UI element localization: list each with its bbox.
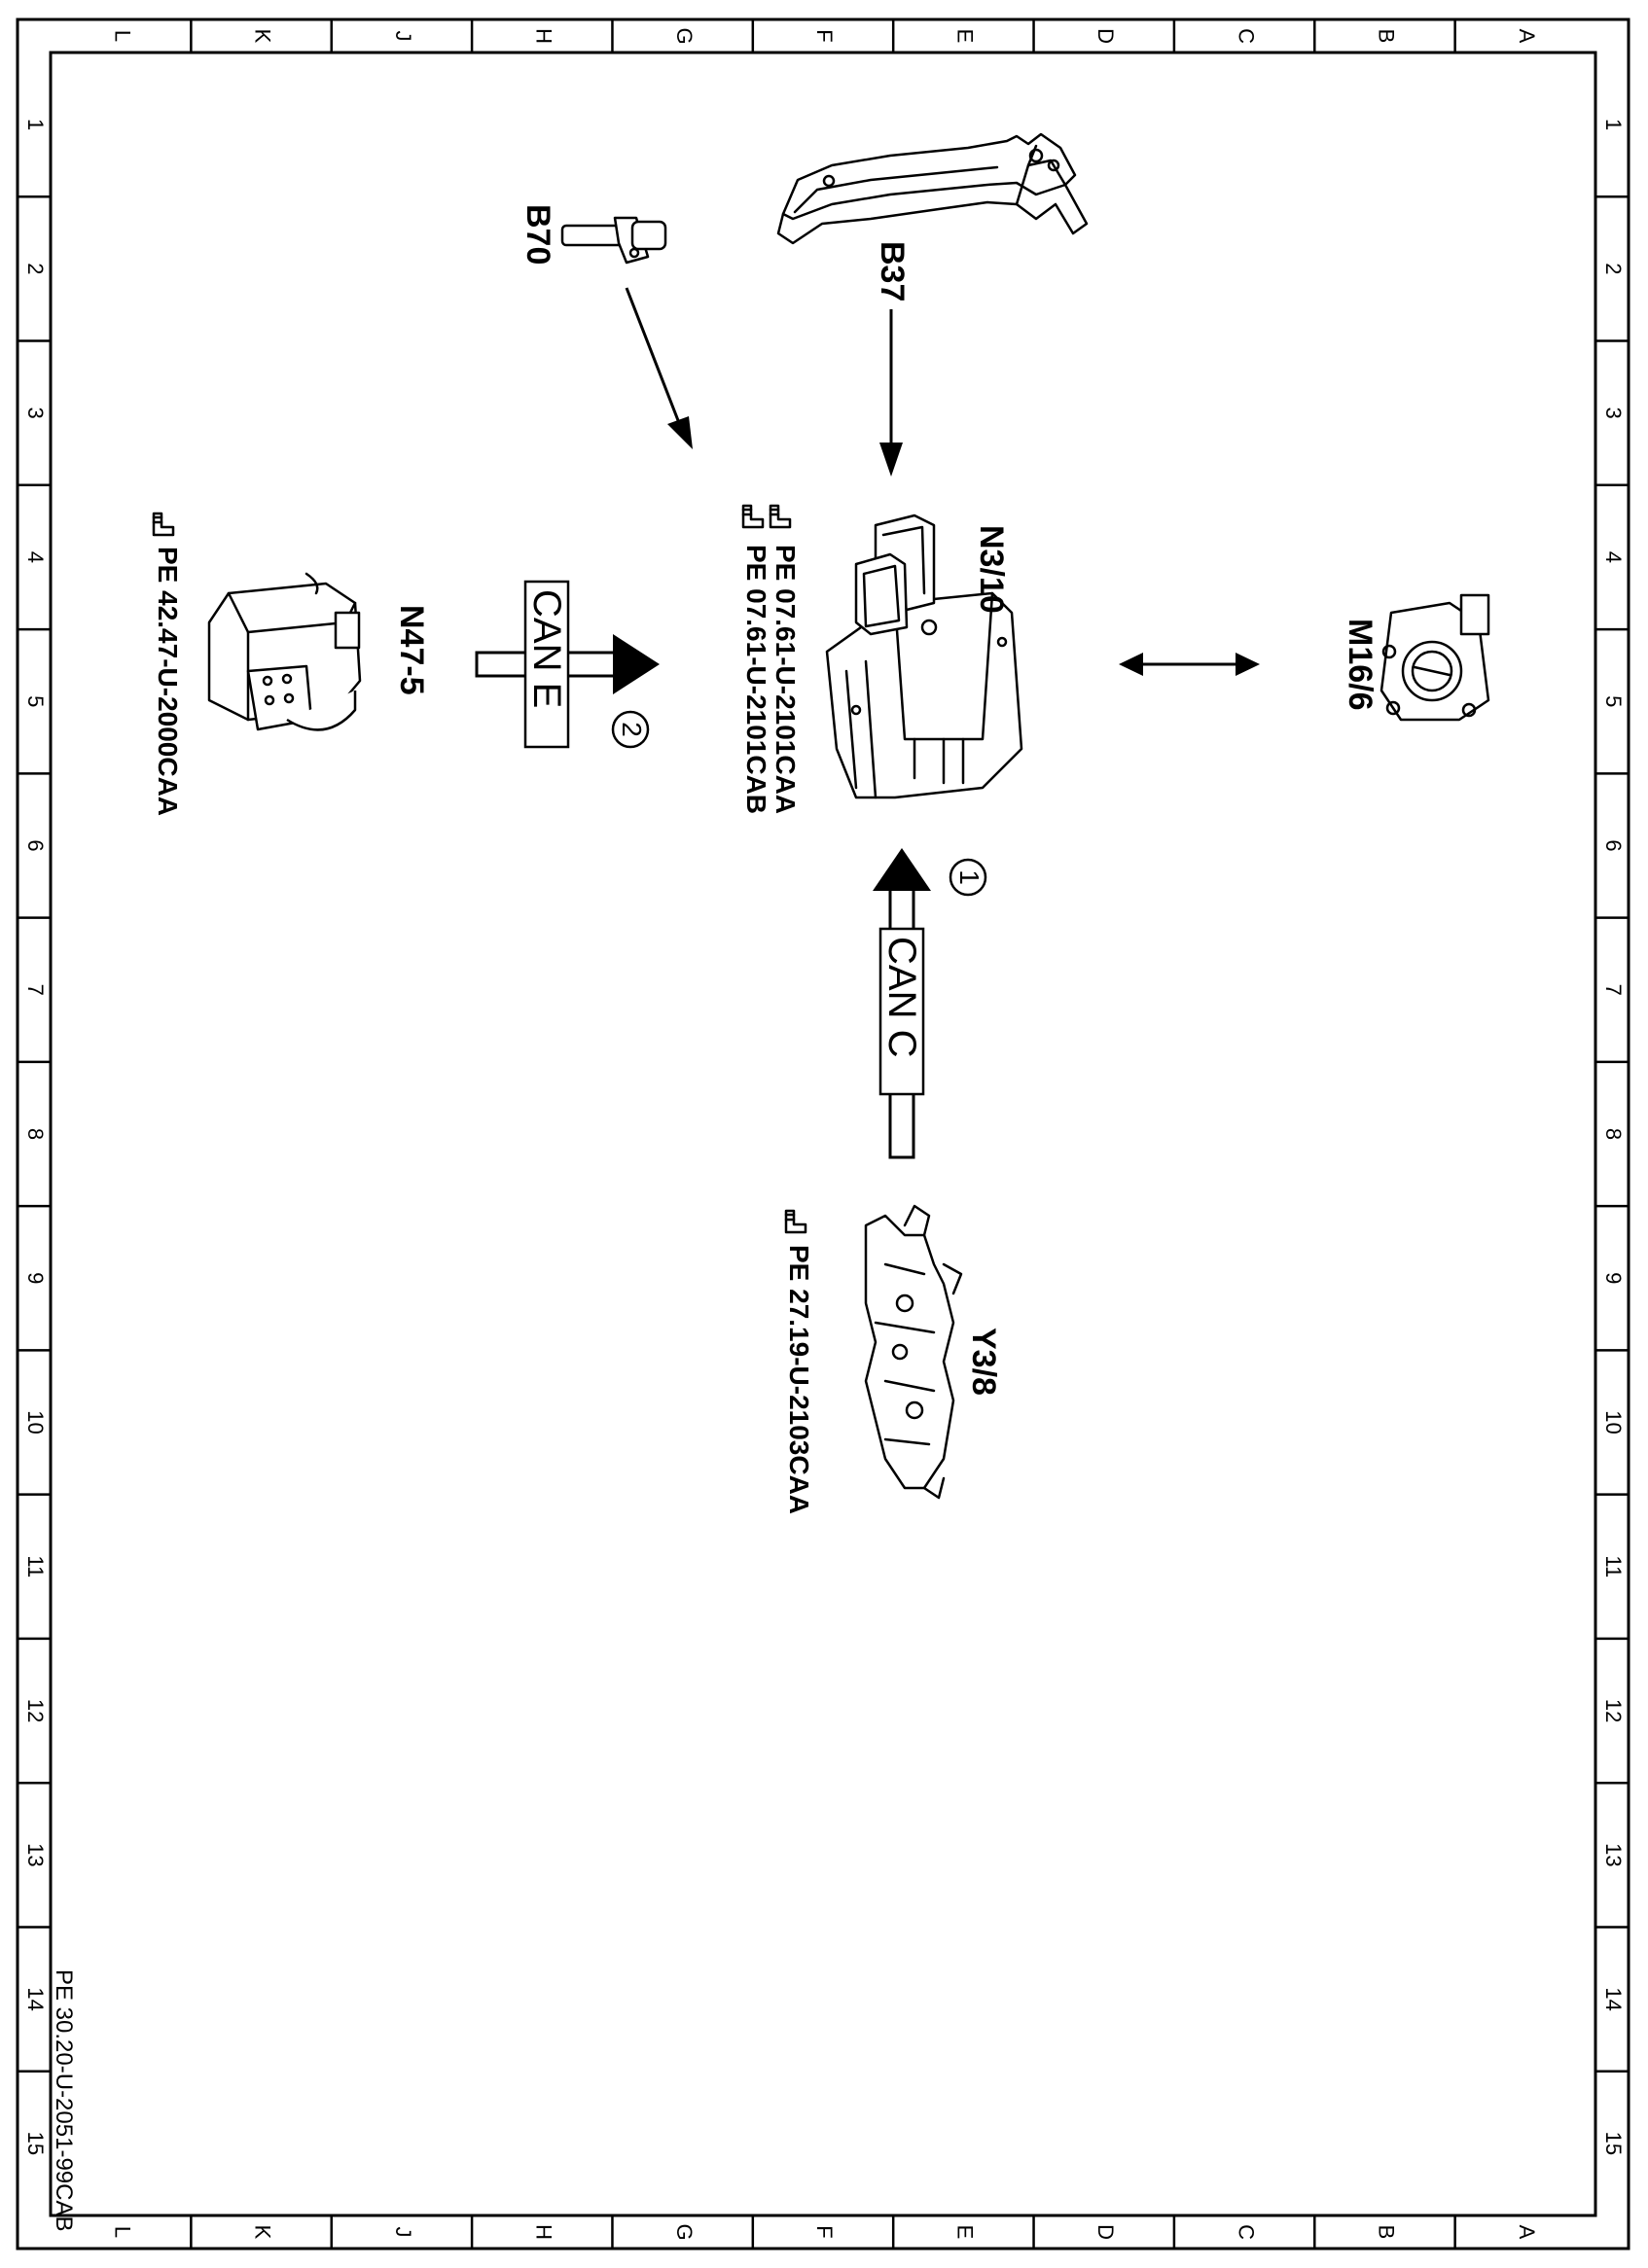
row-label-right: 11 — [1601, 1555, 1626, 1577]
row-label-right: 13 — [1601, 1843, 1626, 1866]
pointing-hand-icon — [741, 504, 765, 529]
column-label-top: J — [391, 31, 415, 42]
row-label-left: 6 — [23, 839, 48, 851]
can-c-label-box — [878, 927, 925, 1096]
outer-frame — [16, 18, 1630, 2250]
row-label-right: 4 — [1601, 551, 1626, 563]
b70-arrow-line — [625, 287, 683, 429]
n3-10-ref-1: PE 07.61-U-2101CAA — [769, 504, 801, 814]
pedal-sensor-illustration — [776, 132, 1089, 245]
column-label-top: K — [251, 29, 275, 44]
row-label-left: 9 — [23, 1272, 48, 1284]
b37-label: B37 — [874, 241, 911, 301]
row-label-left: 7 — [23, 984, 48, 996]
n47-5-label: N47-5 — [393, 605, 430, 695]
can-e-arrow-head — [613, 634, 660, 694]
n47-5-ref-1: PE 42.47-U-2000CAA — [152, 512, 183, 816]
b37-arrow-head — [879, 443, 903, 477]
svg-text:PE 07.61-U-2101CAA: PE 07.61-U-2101CAA — [770, 545, 801, 814]
column-label-bottom: E — [953, 2225, 978, 2240]
column-label-top: C — [1234, 28, 1258, 44]
column-label-bottom: C — [1234, 2224, 1258, 2240]
column-label-top: D — [1093, 28, 1118, 44]
pointing-hand-icon — [152, 512, 175, 537]
m16-6-arrow-head-right — [1236, 653, 1260, 676]
row-label-left: 1 — [23, 119, 48, 130]
transmission-control-unit-illustration — [864, 1204, 963, 1500]
row-label-left: 10 — [23, 1410, 48, 1434]
row-label-left: 14 — [23, 1987, 48, 2010]
column-label-top: A — [1515, 29, 1539, 44]
y3-8-ref-1: PE 27.19-U-2103CAA — [784, 1209, 814, 1514]
can-e-label: CAN E — [525, 589, 568, 708]
column-label-bottom: B — [1375, 2225, 1399, 2240]
pointing-hand-icon — [784, 1209, 807, 1234]
n3-10-ref-2: PE 07.61-U-2101CAB — [741, 504, 771, 814]
row-label-right: 1 — [1601, 119, 1626, 130]
row-label-right: 9 — [1601, 1272, 1626, 1284]
column-label-top: H — [531, 28, 555, 44]
can-c-arrow-head — [873, 848, 931, 891]
row-label-right: 12 — [1601, 1699, 1626, 1722]
column-label-top: E — [953, 29, 978, 44]
can-e-number-circle — [611, 710, 650, 749]
can-c-label: CAN C — [880, 937, 923, 1057]
grid-ticks — [18, 19, 1629, 2249]
column-label-top: B — [1375, 29, 1399, 44]
n3-10-label: N3/10 — [973, 525, 1010, 614]
y3-8-label: Y3/8 — [965, 1328, 1002, 1396]
row-label-left: 2 — [23, 263, 48, 274]
row-label-left: 13 — [23, 1843, 48, 1866]
row-label-left: 15 — [23, 2132, 48, 2155]
row-label-left: 12 — [23, 1699, 48, 1722]
row-label-right: 6 — [1601, 839, 1626, 851]
column-label-bottom: D — [1093, 2224, 1118, 2240]
column-label-top: G — [672, 27, 697, 44]
m16-6-label: M16/6 — [1342, 619, 1379, 711]
row-label-left: 5 — [23, 695, 48, 707]
column-label-bottom: K — [251, 2225, 275, 2240]
row-label-left: 3 — [23, 408, 48, 419]
can-e-number: 2 — [617, 722, 647, 737]
row-label-right: 15 — [1601, 2132, 1626, 2155]
row-label-right: 10 — [1601, 1410, 1626, 1434]
row-label-left: 8 — [23, 1128, 48, 1140]
svg-text:PE 27.19-U-2103CAA: PE 27.19-U-2103CAA — [784, 1245, 814, 1514]
row-label-right: 5 — [1601, 695, 1626, 707]
column-label-bottom: G — [672, 2223, 697, 2240]
row-label-right: 2 — [1601, 263, 1626, 274]
inner-frame — [49, 51, 1597, 2217]
pointing-hand-icon — [769, 504, 792, 529]
document-id: PE 30.20-U-2051-99CAB — [51, 1969, 77, 2231]
row-label-left: 4 — [23, 551, 48, 563]
engine-control-unit-illustration — [825, 514, 1023, 799]
row-label-left: 11 — [23, 1555, 48, 1577]
column-label-bottom: J — [391, 2227, 415, 2238]
svg-text:PE 07.61-U-2101CAB: PE 07.61-U-2101CAB — [741, 545, 771, 814]
row-label-right: 7 — [1601, 984, 1626, 996]
svg-text:PE 42.47-U-2000CAA: PE 42.47-U-2000CAA — [153, 547, 183, 816]
column-label-bottom: H — [531, 2224, 555, 2240]
can-c-number-circle — [949, 858, 987, 897]
b70-label: B70 — [519, 204, 556, 265]
row-label-right: 3 — [1601, 408, 1626, 419]
can-c-number: 1 — [954, 869, 985, 885]
throttle-valve-illustration — [1379, 593, 1490, 722]
row-label-right: 8 — [1601, 1128, 1626, 1140]
column-label-bottom: F — [812, 2225, 837, 2238]
m16-6-arrow-head-left — [1119, 653, 1143, 676]
row-label-right: 14 — [1601, 1987, 1626, 2010]
b70-arrow-head — [667, 416, 693, 449]
column-label-top: L — [110, 30, 134, 42]
crankshaft-sensor-illustration — [560, 216, 667, 265]
column-label-bottom: A — [1515, 2225, 1539, 2240]
esp-control-unit-illustration — [207, 572, 362, 731]
column-label-bottom: L — [110, 2226, 134, 2238]
can-e-label-box — [523, 580, 570, 749]
column-label-top: F — [812, 29, 837, 42]
